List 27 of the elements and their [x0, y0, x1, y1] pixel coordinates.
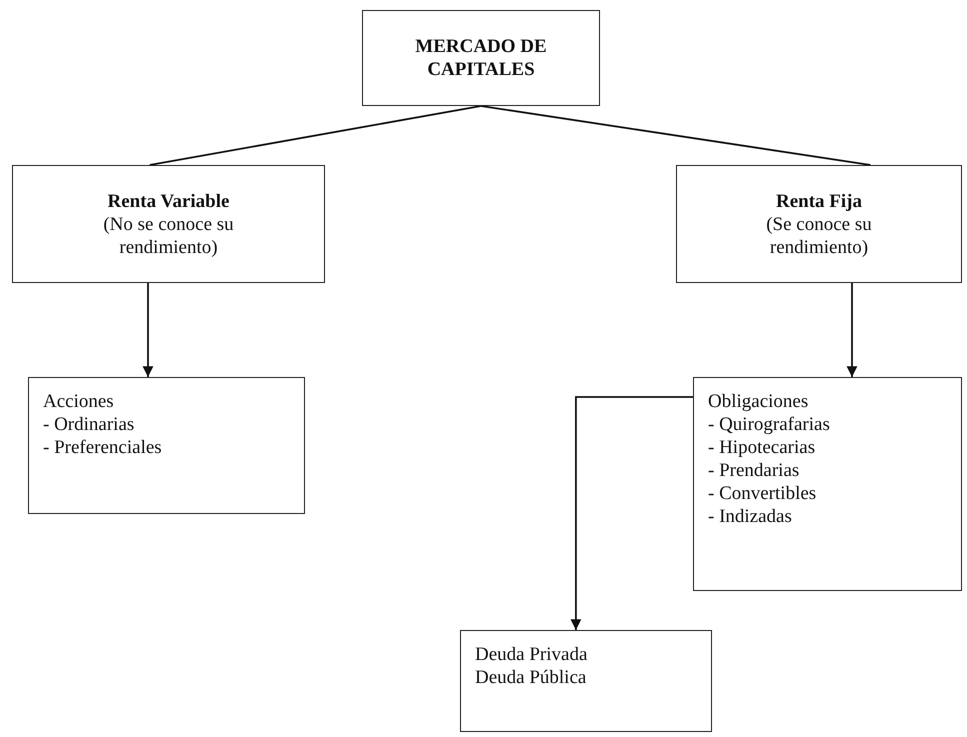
- description: (Se conoce su rendimiento): [765, 212, 873, 258]
- heading: Renta Variable: [106, 190, 230, 212]
- box: [460, 630, 712, 732]
- title-text: MERCADO DE CAPITALES: [414, 35, 548, 81]
- list-heading: Acciones: [43, 390, 115, 413]
- box: [362, 10, 600, 106]
- box: [28, 377, 305, 514]
- list-item: - Ordinarias: [43, 413, 136, 436]
- connector-line: [150, 105, 482, 166]
- list-item: - Prendarias: [708, 459, 800, 482]
- arrow: [570, 396, 693, 630]
- description: (No se conoce su rendimiento): [102, 212, 235, 258]
- list-item: Deuda Pública: [475, 666, 588, 689]
- list-item: - Hipotecarias: [708, 436, 816, 459]
- list-item: - Convertibles: [708, 482, 818, 505]
- arrow: [846, 283, 858, 378]
- list-item: - Preferenciales: [43, 436, 163, 459]
- box: [12, 165, 325, 283]
- arrow: [142, 283, 154, 378]
- box: [693, 377, 962, 591]
- list-heading: Obligaciones: [708, 390, 810, 413]
- list-item: - Quirografarias: [708, 413, 831, 436]
- connector-line: [480, 105, 871, 166]
- heading: Renta Fija: [774, 190, 863, 212]
- box: [676, 165, 962, 283]
- list-item: Deuda Privada: [475, 643, 588, 666]
- list-item: - Indizadas: [708, 505, 793, 528]
